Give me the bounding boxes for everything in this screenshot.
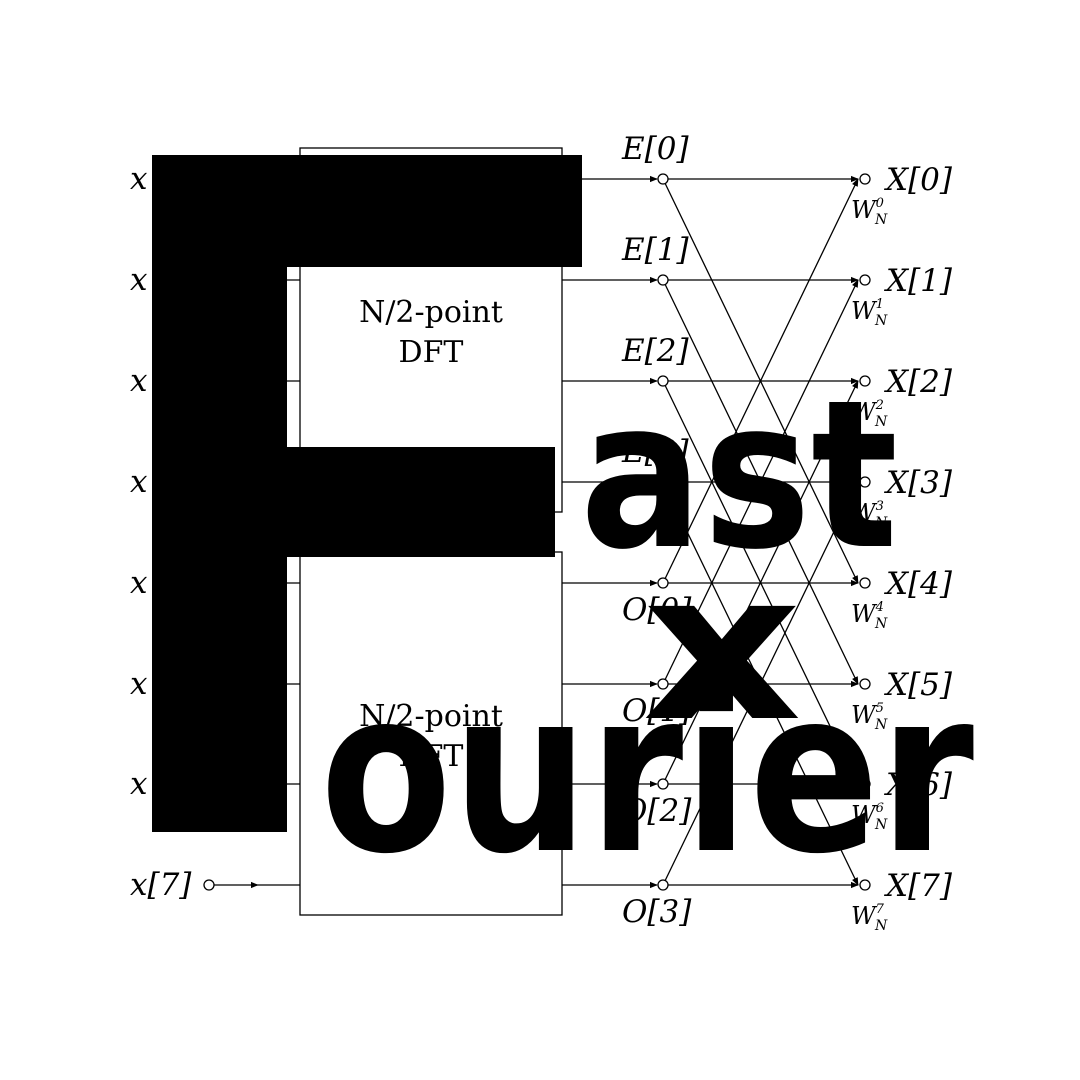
input-label-2: x	[130, 363, 148, 399]
output-label-2: X[2]	[884, 364, 953, 400]
even-node-label-1: E[1]	[621, 232, 689, 268]
overlay-word-ast: ast	[580, 357, 898, 595]
output-node-3	[859, 476, 871, 488]
input-label-6: x	[130, 766, 148, 802]
big-letter-f-top-bar	[152, 155, 582, 267]
output-node-2	[859, 375, 871, 387]
input-label-0: x	[130, 161, 148, 197]
big-letter-f-middle-bar	[152, 447, 555, 557]
input-label-1: x	[130, 262, 148, 298]
output-label-7: X[7]	[884, 868, 953, 904]
big-letter-f	[152, 155, 582, 832]
input-node-7	[203, 879, 215, 891]
dft-block-label-1: N/2-point	[359, 699, 503, 734]
output-label-4: X[4]	[884, 566, 953, 602]
output-label-0: X[0]	[884, 162, 953, 198]
input-label-4: x	[130, 565, 148, 601]
even-node-label-0: E[0]	[621, 131, 689, 167]
butterfly-odd-edge-2	[664, 380, 859, 780]
butterfly-even-edge-4	[664, 183, 859, 584]
input-label-3: x	[130, 464, 148, 500]
output-node-0	[859, 173, 871, 185]
butterfly-even-edge-5	[664, 284, 859, 685]
odd-node-label-2: O[2]	[622, 793, 692, 829]
dft-block-sublabel-0: DFT	[399, 335, 464, 370]
output-node-1	[859, 274, 871, 286]
stage-node-0	[657, 173, 669, 185]
dft-block-label-0: N/2-point	[359, 295, 503, 330]
output-label-6: X[6]	[884, 767, 953, 803]
input-label-7: x[7]	[130, 867, 192, 903]
even-node-label-3: E[3]	[621, 434, 689, 470]
odd-node-label-3: O[3]	[622, 894, 692, 930]
overlay-word-x: x	[642, 529, 802, 767]
odd-node-label-1: O[1]	[622, 693, 692, 729]
output-label-3: X[3]	[884, 465, 953, 501]
butterfly-odd-edge-3	[664, 481, 859, 881]
output-node-5	[859, 678, 871, 690]
odd-node-label-0: O[0]	[622, 592, 692, 628]
output-node-4	[859, 577, 871, 589]
diagram-layer: N/2-pointDFTN/2-pointDFTxxxxxxxx[7]E[0]E…	[130, 131, 953, 934]
butterfly-odd-edge-0	[664, 178, 859, 579]
output-label-5: X[5]	[884, 667, 953, 703]
stage-node-1	[657, 274, 669, 286]
butterfly-odd-edge-1	[664, 279, 859, 680]
output-node-6	[859, 778, 871, 790]
even-node-label-2: E[2]	[621, 333, 689, 369]
dft-block-sublabel-1: DFT	[399, 739, 464, 774]
output-label-1: X[1]	[884, 263, 953, 299]
butterfly-even-edge-7	[664, 486, 859, 886]
overlay-word-ourier: ourier	[320, 642, 974, 904]
input-label-5: x	[130, 666, 148, 702]
output-node-7	[859, 879, 871, 891]
butterfly-even-edge-6	[664, 385, 859, 785]
